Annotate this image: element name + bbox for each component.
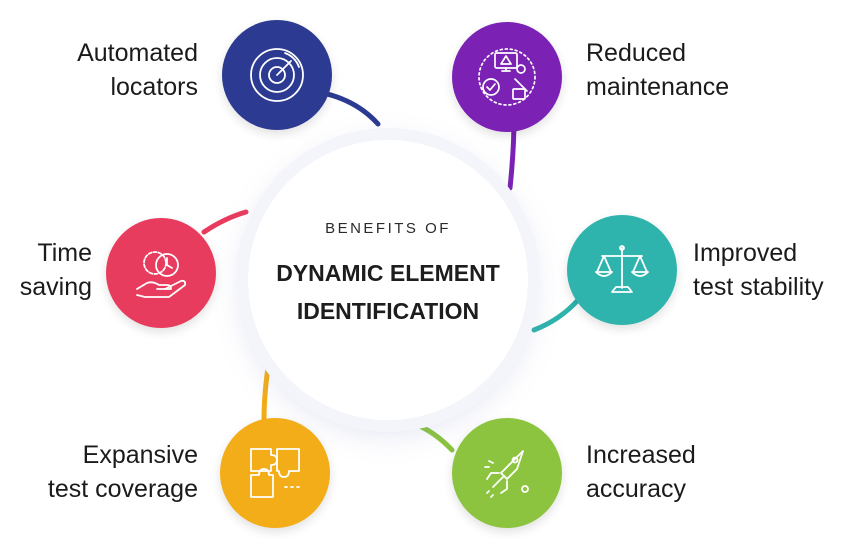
benefit-label-line2: maintenance <box>586 73 730 101</box>
benefit-label-increased-accuracy: Increased accuracy <box>586 438 786 506</box>
benefit-label-line2: test coverage <box>47 475 198 503</box>
benefit-label-line1: Automated <box>77 39 198 67</box>
connector-increased-accuracy <box>412 421 455 453</box>
benefit-label-line1: Increased <box>586 441 696 469</box>
benefit-label-line1: Time <box>37 239 92 267</box>
connector-improved-test-stability <box>531 297 581 333</box>
hub-title-line1: DYNAMIC ELEMENT <box>276 260 500 286</box>
benefit-label-expansive-test-coverage: Expansive test coverage <box>14 438 198 506</box>
benefit-node-reduced-maintenance <box>452 22 562 132</box>
benefit-label-line1: Expansive <box>82 441 198 469</box>
benefit-label-line2: test stability <box>693 273 824 301</box>
benefit-label-line1: Reduced <box>586 39 687 67</box>
hand-clock-icon <box>136 251 187 298</box>
puzzle-icon <box>250 448 300 498</box>
benefit-label-line1: Improved <box>693 239 798 267</box>
benefit-label-line2: accuracy <box>586 475 687 503</box>
rocket-icon <box>484 450 529 498</box>
benefit-node-expansive-test-coverage <box>220 418 330 528</box>
connector-time-saving <box>201 209 249 235</box>
radar-icon <box>250 48 304 102</box>
benefit-node-time-saving <box>106 218 216 328</box>
benefit-node-automated-locators <box>222 20 332 130</box>
connector-expansive-test-coverage <box>261 365 271 423</box>
benefit-label-improved-test-stability: Improved test stability <box>693 236 853 304</box>
hub-title-line2: IDENTIFICATION <box>296 298 480 324</box>
benefit-node-improved-test-stability <box>567 215 677 325</box>
benefit-label-line2: locators <box>110 73 198 101</box>
maintenance-tools-icon <box>478 48 536 106</box>
benefit-label-line2: saving <box>19 273 92 301</box>
benefit-label-time-saving: Time saving <box>10 236 92 304</box>
benefit-label-reduced-maintenance: Reduced maintenance <box>586 36 786 104</box>
central-hub: BENEFITS OF DYNAMIC ELEMENT IDENTIFICATI… <box>248 140 528 420</box>
balance-scale-icon <box>595 245 649 293</box>
hub-kicker: BENEFITS OF <box>325 220 451 237</box>
hub-title: DYNAMIC ELEMENT IDENTIFICATION <box>248 254 528 330</box>
benefit-node-increased-accuracy <box>452 418 562 528</box>
benefit-label-automated-locators: Automated locators <box>20 36 198 104</box>
